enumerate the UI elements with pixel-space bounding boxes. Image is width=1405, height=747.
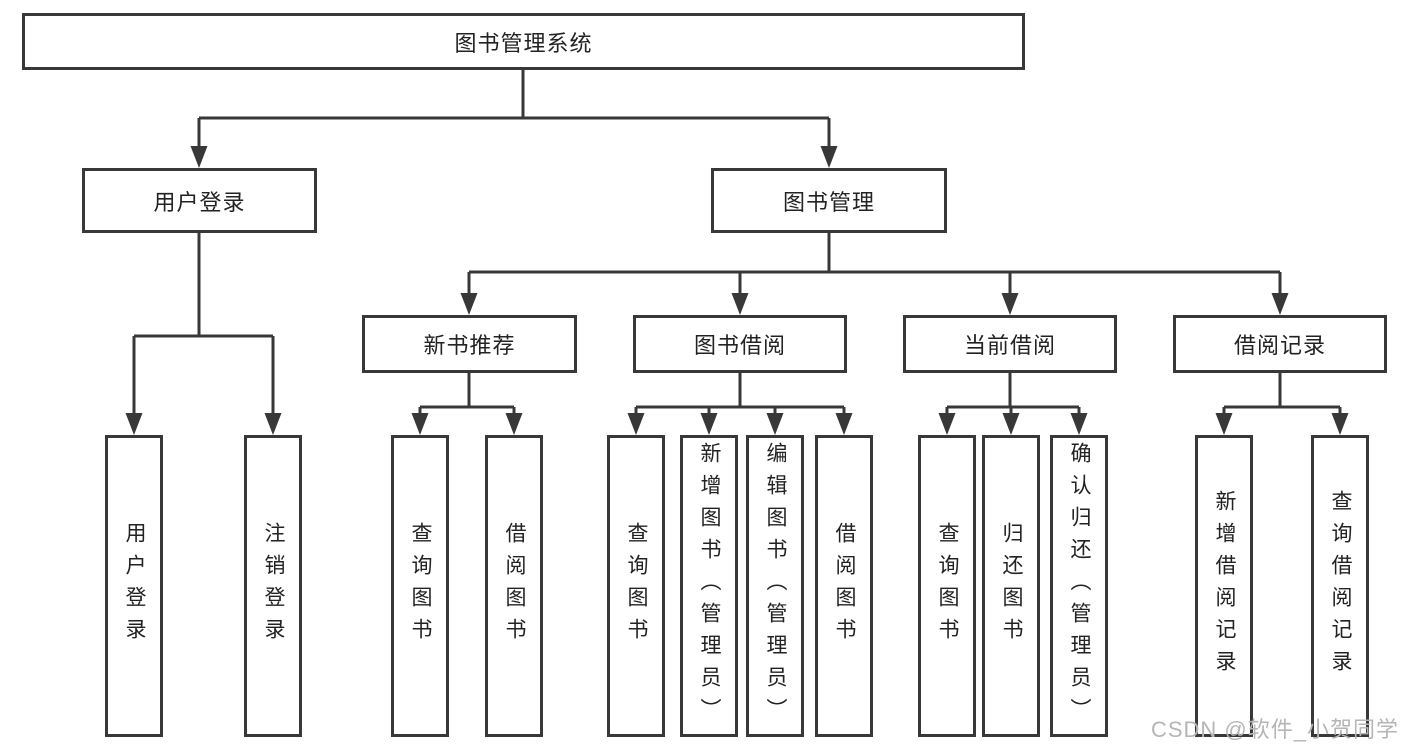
leaf-user-login: 用户登录 xyxy=(105,435,163,737)
leaf-return-books: 归还图书 xyxy=(982,435,1040,737)
leaf-confirm-return-admin: 确认归还（管理员） xyxy=(1050,435,1108,737)
watermark-text: CSDN @软件_小贺同学 xyxy=(1150,717,1399,742)
leaf-borrow-books-borrowing: 借阅图书 xyxy=(815,435,873,737)
node-user-login: 用户登录 xyxy=(82,168,317,233)
node-library-management-system: 图书管理系统 xyxy=(22,13,1025,70)
leaf-query-borrow-record: 查询借阅记录 xyxy=(1311,435,1369,737)
node-new-book-recommendation: 新书推荐 xyxy=(362,315,577,373)
node-book-management: 图书管理 xyxy=(711,168,947,233)
leaf-logout: 注销登录 xyxy=(244,435,302,737)
leaf-query-books-borrowing: 查询图书 xyxy=(607,435,665,737)
leaf-query-books-recommend: 查询图书 xyxy=(391,435,449,737)
leaf-borrow-books-recommend: 借阅图书 xyxy=(485,435,543,737)
leaf-edit-book-admin: 编辑图书（管理员） xyxy=(746,435,804,737)
node-book-borrowing: 图书借阅 xyxy=(633,315,847,373)
leaf-query-books-current: 查询图书 xyxy=(918,435,976,737)
leaf-add-borrow-record: 新增借阅记录 xyxy=(1195,435,1253,737)
node-current-borrowing: 当前借阅 xyxy=(903,315,1117,373)
node-borrowing-records: 借阅记录 xyxy=(1173,315,1387,373)
leaf-add-book-admin: 新增图书（管理员） xyxy=(680,435,738,737)
